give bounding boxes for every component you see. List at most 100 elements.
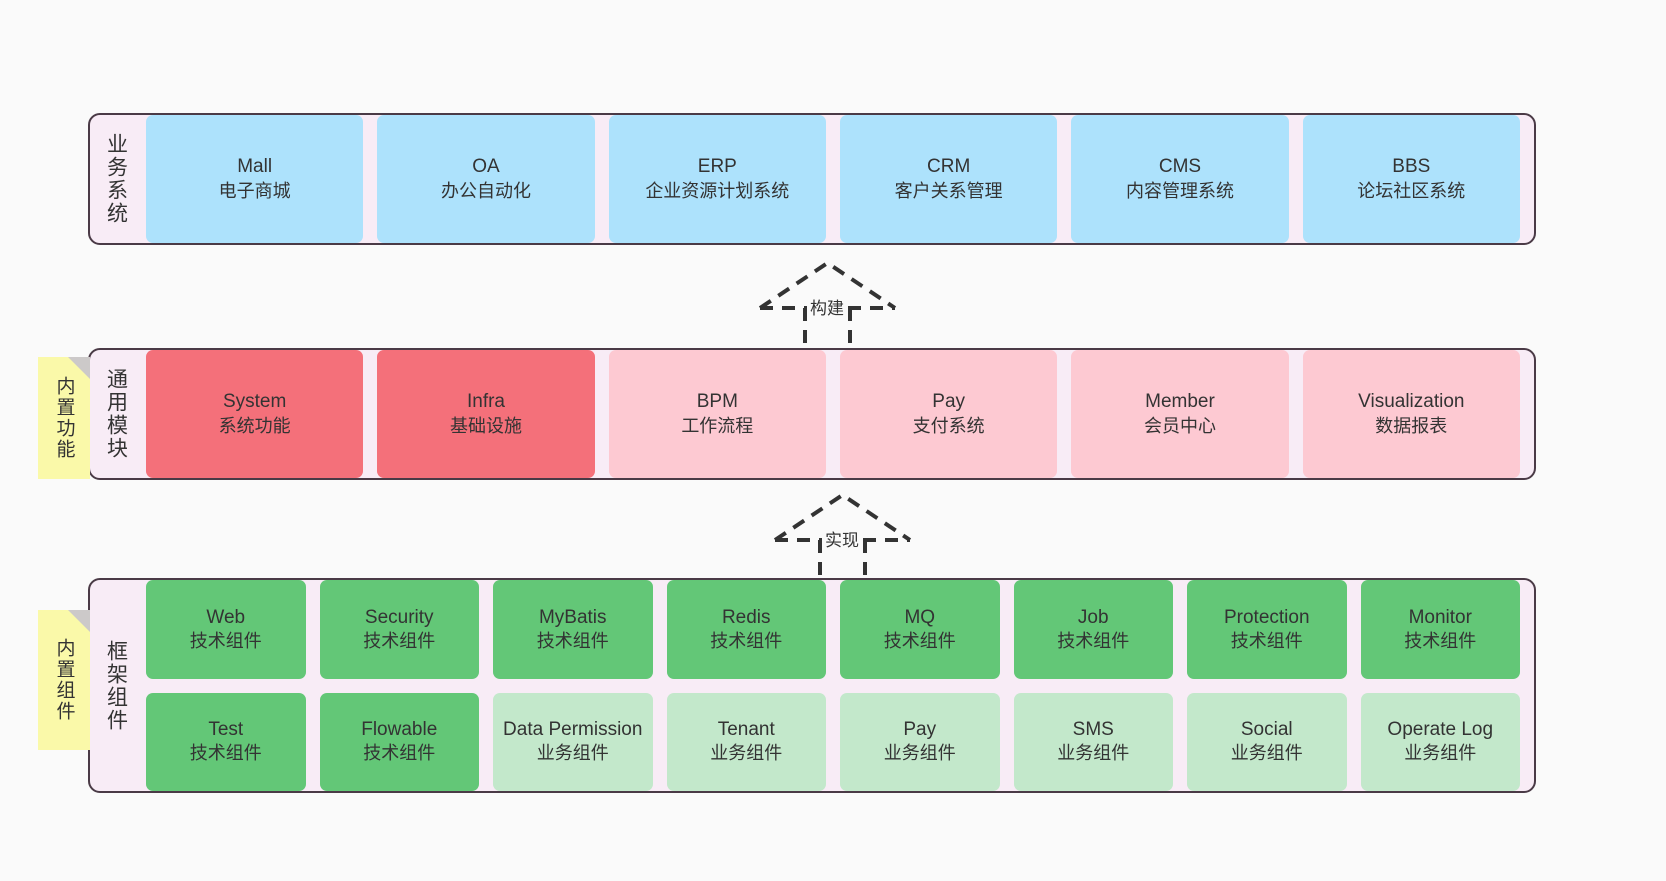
card-title: MQ bbox=[904, 606, 936, 628]
card-title: Social bbox=[1240, 719, 1293, 741]
card-subtitle: 业务组件 bbox=[883, 743, 956, 764]
layer-common-module-title: 通用模块 bbox=[104, 368, 128, 460]
card-subtitle: 业务组件 bbox=[1057, 743, 1130, 764]
card-title: Infra bbox=[466, 391, 505, 413]
card-subtitle: 技术组件 bbox=[189, 630, 262, 651]
card-title: Monitor bbox=[1408, 606, 1472, 628]
card-subtitle: 客户关系管理 bbox=[894, 180, 1003, 201]
connector-implement: 实现 bbox=[770, 490, 915, 582]
card-title: Job bbox=[1077, 606, 1109, 628]
card-subtitle: 企业资源计划系统 bbox=[645, 180, 790, 201]
card-subtitle: 支付系统 bbox=[912, 415, 985, 436]
card-title: CMS bbox=[1158, 156, 1202, 178]
card-title: MyBatis bbox=[538, 606, 607, 628]
card-title: Visualization bbox=[1358, 391, 1465, 413]
card-title: Security bbox=[364, 606, 434, 628]
card-title: SMS bbox=[1072, 719, 1114, 741]
card-subtitle: 技术组件 bbox=[363, 630, 436, 651]
card-title: Test bbox=[208, 719, 244, 741]
card-subtitle: 内容管理系统 bbox=[1125, 180, 1234, 201]
card-title: Tenant bbox=[717, 719, 775, 741]
card-title: CRM bbox=[927, 156, 971, 178]
card-title: OA bbox=[472, 156, 500, 178]
card-title: Redis bbox=[721, 606, 771, 628]
card-subtitle: 技术组件 bbox=[1057, 630, 1130, 651]
card-title: Web bbox=[206, 606, 246, 628]
card-subtitle: 业务组件 bbox=[536, 743, 609, 764]
card-subtitle: 业务组件 bbox=[1404, 743, 1477, 764]
sticky-note-builtin-component-label: 内置组件 bbox=[53, 638, 75, 722]
connector-implement-arrowhead bbox=[773, 492, 912, 542]
card-subtitle: 技术组件 bbox=[710, 630, 783, 651]
card-subtitle: 电子商城 bbox=[218, 180, 291, 201]
card-subtitle: 技术组件 bbox=[883, 630, 956, 651]
connector-build: 构建 bbox=[755, 258, 900, 350]
card-title: ERP bbox=[697, 156, 737, 178]
card-subtitle: 工作流程 bbox=[681, 415, 754, 436]
card-subtitle: 数据报表 bbox=[1375, 415, 1448, 436]
connector-build-label: 构建 bbox=[807, 294, 847, 319]
card-subtitle: 会员中心 bbox=[1143, 415, 1216, 436]
card-title: Member bbox=[1145, 391, 1215, 413]
card-subtitle: 技术组件 bbox=[363, 743, 436, 764]
card-subtitle: 系统功能 bbox=[218, 415, 291, 436]
connector-implement-label: 实现 bbox=[822, 526, 862, 551]
connector-build-arrowhead bbox=[758, 260, 897, 310]
sticky-note-builtin-function: 内置功能 bbox=[38, 357, 90, 479]
layer-framework-component-title: 框架组件 bbox=[104, 639, 128, 732]
sticky-note-builtin-component: 内置组件 bbox=[38, 610, 90, 750]
card-title: Pay bbox=[903, 719, 937, 741]
card-subtitle: 论坛社区系统 bbox=[1357, 180, 1466, 201]
card-title: System bbox=[222, 391, 287, 413]
card-title: Flowable bbox=[361, 719, 438, 741]
card-subtitle: 技术组件 bbox=[189, 743, 262, 764]
layer-business-system-title: 业务系统 bbox=[104, 133, 128, 225]
card-subtitle: 技术组件 bbox=[1404, 630, 1477, 651]
card-subtitle: 基础设施 bbox=[449, 415, 522, 436]
card-title: Pay bbox=[932, 391, 966, 413]
card-title: Operate Log bbox=[1387, 719, 1494, 741]
card-subtitle: 技术组件 bbox=[536, 630, 609, 651]
card-subtitle: 技术组件 bbox=[1230, 630, 1303, 651]
card-title: Protection bbox=[1223, 606, 1310, 628]
card-title: BPM bbox=[696, 391, 738, 413]
card-subtitle: 业务组件 bbox=[1230, 743, 1303, 764]
card-subtitle: 业务组件 bbox=[710, 743, 783, 764]
